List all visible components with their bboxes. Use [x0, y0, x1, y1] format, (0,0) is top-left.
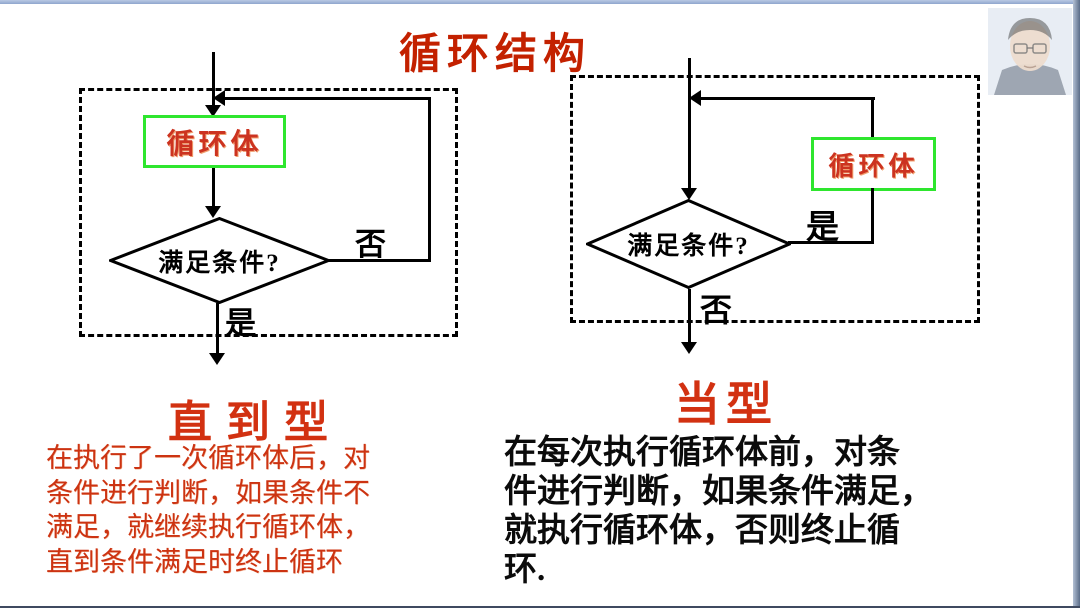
while-description-line: 在每次执行循环体前，对条: [504, 435, 900, 471]
until-entry-line: [212, 52, 215, 108]
while-description-line: 件进行判断，如果条件满足，: [504, 474, 933, 510]
until-condition-diamond: [109, 217, 330, 304]
while-description-line: 就执行循环体，否则终止循: [504, 513, 900, 549]
until-condition-arrow-icon: [205, 206, 221, 218]
while-description: 在每次执行循环体前，对条 件进行判断，如果条件满足， 就执行循环体，否则终止循 …: [504, 434, 933, 590]
while-no-label: 否: [700, 292, 733, 328]
until-no-line-h: [328, 259, 431, 262]
while-return-arrow-icon: [689, 90, 701, 106]
until-body-to-condition-line: [212, 168, 215, 208]
until-description: 在执行了一次循环体后，对 条件进行判断，如果条件不 满足，就继续执行循环体， 直…: [46, 441, 370, 579]
until-description-line: 在执行了一次循环体后，对: [46, 443, 370, 473]
slide-top-border: [0, 0, 1080, 4]
until-no-line-v: [428, 97, 431, 262]
until-entry-arrow-icon: [205, 105, 221, 117]
until-exit-line: [216, 303, 219, 355]
slide-right-border: [1073, 0, 1080, 608]
while-entry-line: [688, 58, 691, 190]
while-loop-body-box: 循环体: [811, 137, 936, 191]
while-heading: 当型: [674, 379, 778, 430]
while-entry-arrow-icon: [681, 188, 697, 200]
page-title: 循环结构: [398, 32, 591, 78]
until-description-line: 直到条件满足时终止循环: [46, 546, 343, 577]
until-exit-arrow-icon: [209, 353, 225, 365]
until-return-line: [224, 97, 431, 100]
until-loop-body-box: 循环体: [143, 115, 286, 168]
presenter-photo: [988, 8, 1072, 95]
until-description-line: 满足，就继续执行循环体，: [46, 512, 370, 542]
while-yes-line-h: [788, 241, 874, 244]
while-condition-label: 满足条件?: [627, 233, 750, 260]
until-condition-label: 满足条件?: [158, 249, 281, 277]
while-yes-label: 是: [806, 210, 839, 246]
while-description-line: 环.: [504, 552, 546, 588]
while-exit-line: [688, 289, 691, 343]
slide-bottom-border: [0, 606, 1080, 608]
until-yes-label: 是: [225, 306, 256, 341]
until-dashed-boundary: [79, 88, 458, 337]
until-heading: 直到型: [168, 398, 342, 447]
while-condition-diamond: [586, 199, 791, 289]
until-description-line: 条件进行判断，如果条件不: [46, 477, 370, 508]
until-no-label: 否: [355, 227, 386, 262]
until-return-arrow-icon: [213, 90, 225, 106]
while-exit-arrow-icon: [681, 342, 697, 354]
while-dashed-boundary: [570, 75, 980, 323]
while-body-line-v: [871, 188, 874, 244]
while-return-line: [700, 97, 875, 100]
while-return-line-v: [871, 97, 874, 137]
